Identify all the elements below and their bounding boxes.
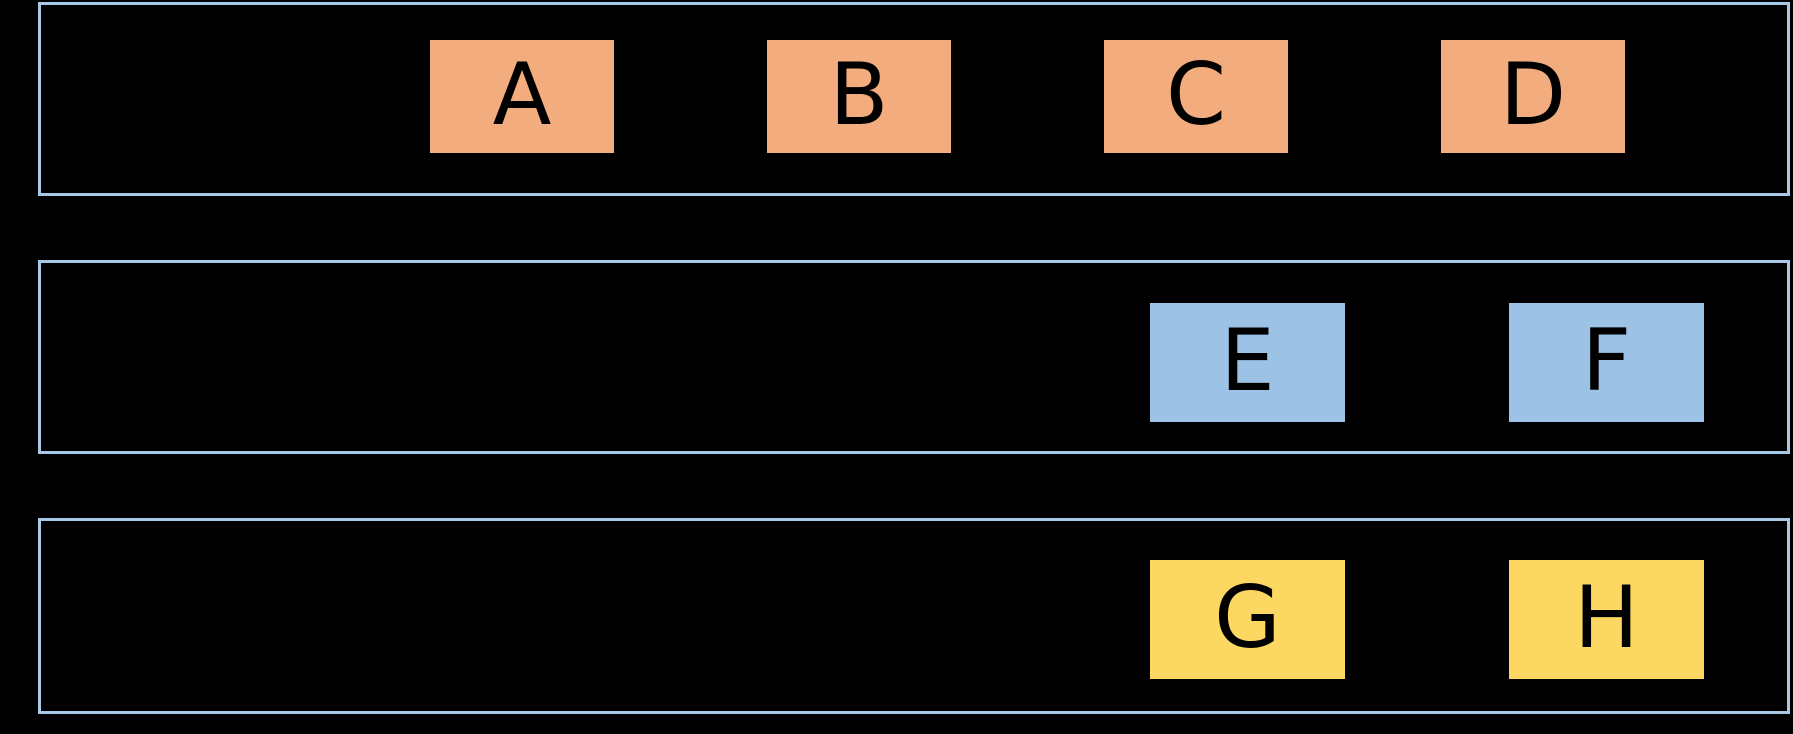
- node-label: D: [1499, 44, 1567, 145]
- node-label: E: [1220, 310, 1275, 411]
- row-frame-2: [38, 260, 1790, 454]
- node-box-e[interactable]: E: [1150, 303, 1345, 422]
- node-box-c[interactable]: C: [1104, 40, 1288, 153]
- node-box-a[interactable]: A: [430, 40, 614, 153]
- node-box-g[interactable]: G: [1150, 560, 1345, 679]
- node-box-h[interactable]: H: [1509, 560, 1704, 679]
- node-box-f[interactable]: F: [1509, 303, 1704, 422]
- node-label: C: [1165, 44, 1227, 145]
- node-label: H: [1574, 567, 1639, 668]
- row-frame-1: [38, 2, 1790, 196]
- row-frame-3: [38, 518, 1790, 714]
- node-box-d[interactable]: D: [1441, 40, 1625, 153]
- node-label: A: [492, 44, 552, 145]
- node-box-b[interactable]: B: [767, 40, 951, 153]
- node-label: G: [1214, 567, 1281, 668]
- node-label: F: [1581, 310, 1632, 411]
- node-label: B: [829, 44, 889, 145]
